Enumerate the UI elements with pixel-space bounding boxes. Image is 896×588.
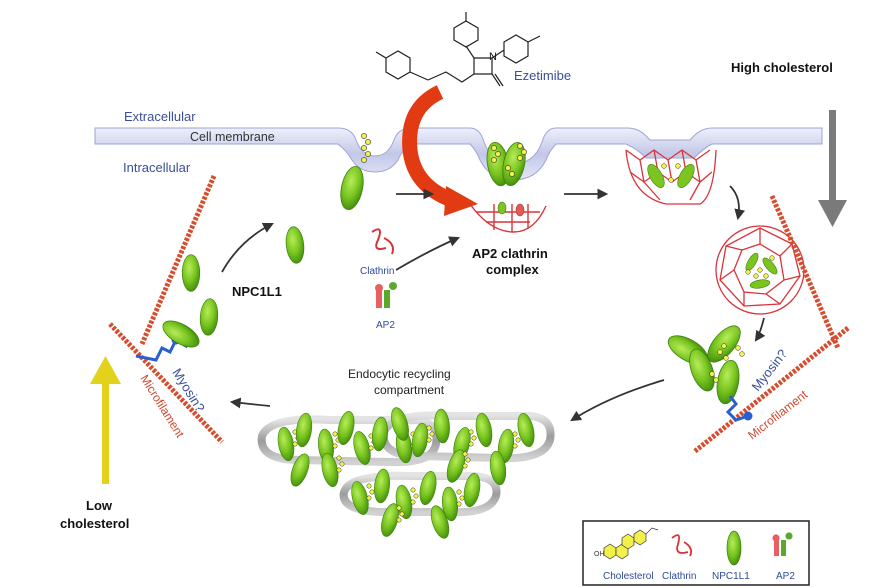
cholesterol-chain xyxy=(361,133,371,163)
npc1l1-protein xyxy=(489,450,507,486)
npc1l1-protein xyxy=(353,431,371,465)
myosin-right-label: Myosin? xyxy=(749,346,791,393)
cholesterol-molecule xyxy=(515,437,521,443)
npc1l1-icon xyxy=(726,530,742,566)
cholesterol-molecule xyxy=(369,489,375,495)
erc-label-line2: compartment xyxy=(374,383,445,397)
cholesterol-molecule xyxy=(465,457,471,463)
ap2-icon xyxy=(772,532,793,556)
ap2-label-middle: AP2 xyxy=(376,320,395,331)
cholesterol-molecule xyxy=(462,463,468,469)
low-cholesterol-arrow xyxy=(90,356,121,484)
cell-membrane xyxy=(94,127,823,181)
ap2-icon-middle xyxy=(375,282,397,308)
npc1l1-protein xyxy=(391,407,409,441)
legend-npc1l1-label: NPC1L1 xyxy=(712,571,750,582)
npc1l1-protein xyxy=(446,449,466,483)
intracellular-label: Intracellular xyxy=(123,160,191,175)
clathrin-cup-small xyxy=(469,201,547,233)
low-cholesterol-line2: cholesterol xyxy=(60,516,129,531)
npc1l1-protein xyxy=(295,412,313,448)
ezetimibe-molecule xyxy=(375,12,541,87)
microfilament-right-label: Microfilament xyxy=(745,387,810,442)
cholesterol-icon xyxy=(603,527,659,560)
cholesterol-molecule xyxy=(396,517,402,523)
clathrin-label-middle: Clathrin xyxy=(360,266,394,277)
cholesterol-molecule xyxy=(426,437,432,443)
cholesterol-molecule xyxy=(410,499,416,505)
cholesterol-molecule xyxy=(366,495,372,501)
npc1l1-in-pit xyxy=(483,139,530,189)
cholesterol-molecule xyxy=(456,501,462,507)
azetidine-n-label: N xyxy=(489,51,497,63)
cell-membrane-label: Cell membrane xyxy=(190,130,275,144)
cholesterol-molecule xyxy=(429,431,435,437)
npc1l1-protein xyxy=(351,481,369,515)
cholesterol-molecule xyxy=(366,483,372,489)
low-cholesterol-line1: Low xyxy=(86,498,113,513)
cholesterol-molecule xyxy=(339,461,345,467)
cholesterol-molecule xyxy=(368,445,374,451)
clathrin-coated-vesicle xyxy=(715,225,805,315)
npc1l1-protein xyxy=(463,472,481,508)
cholesterol-molecule xyxy=(512,443,518,449)
cholesterol-molecule xyxy=(456,489,462,495)
high-cholesterol-arrow xyxy=(818,110,847,227)
npc1l1-protein xyxy=(434,408,450,444)
cholesterol-molecule xyxy=(332,431,338,437)
cholesterol-molecule xyxy=(426,425,432,431)
ap2-clathrin-complex-text: AP2 clathrin xyxy=(472,246,548,261)
cholesterol-molecule xyxy=(468,441,474,447)
low-cholesterol-label: Low cholesterol xyxy=(60,498,129,531)
legend: OH Cholesterol Clathrin NPC1L1 AP2 xyxy=(582,520,810,586)
clathrin-icon-middle xyxy=(371,228,394,255)
legend-cholesterol-label: Cholesterol xyxy=(603,571,654,582)
npc1l1-protein xyxy=(430,505,450,539)
cholesterol-molecule xyxy=(396,505,402,511)
endocytic-recycling-compartment xyxy=(257,407,555,539)
cholesterol-molecule xyxy=(471,435,477,441)
process-arrows xyxy=(221,185,766,422)
ezetimibe-label: Ezetimibe xyxy=(514,68,571,83)
cholesterol-molecule xyxy=(468,429,474,435)
clathrin-icon xyxy=(671,534,693,557)
cholesterol-molecule xyxy=(292,441,298,447)
npc1l1-protein xyxy=(372,416,388,452)
cholesterol-oh-label: OH xyxy=(594,551,605,558)
clathrin-coated-pit xyxy=(625,149,717,205)
npc1l1-label: NPC1L1 xyxy=(232,284,282,299)
npc1l1-protein xyxy=(419,470,437,506)
cholesterol-molecule xyxy=(399,511,405,517)
npc1l1-protein xyxy=(374,468,390,504)
myosin-right xyxy=(725,395,753,422)
cholesterol-molecule xyxy=(462,451,468,457)
legend-ap2-label: AP2 xyxy=(776,571,795,582)
erc-label-line1: Endocytic recycling xyxy=(348,367,451,381)
npc1l1-protein xyxy=(381,503,399,537)
cholesterol-molecule xyxy=(459,495,465,501)
npc1l1-cluster-right xyxy=(663,319,747,406)
cholesterol-molecule xyxy=(413,493,419,499)
npc1l1-on-filament-left xyxy=(158,315,204,353)
microfilament-left xyxy=(108,175,224,444)
ezetimibe-inhibition-arrow xyxy=(402,85,478,216)
cholesterol-molecule xyxy=(410,487,416,493)
microfilament-right xyxy=(692,195,850,454)
npc1l1-membrane-left xyxy=(336,133,371,213)
npc1l1-protein xyxy=(517,412,535,448)
npc1l1-protein xyxy=(337,410,355,446)
npc1l1-protein xyxy=(475,412,493,448)
cholesterol-molecule xyxy=(336,455,342,461)
legend-clathrin-label: Clathrin xyxy=(662,571,696,582)
ap2-clathrin-complex-text-line2: complex xyxy=(486,262,540,277)
cholesterol-molecule xyxy=(512,431,518,437)
npc1l1-protein xyxy=(290,453,310,487)
high-cholesterol-label: High cholesterol xyxy=(731,60,833,75)
extracellular-label: Extracellular xyxy=(124,109,196,124)
cholesterol-molecule xyxy=(332,443,338,449)
cholesterol-molecule xyxy=(336,467,342,473)
